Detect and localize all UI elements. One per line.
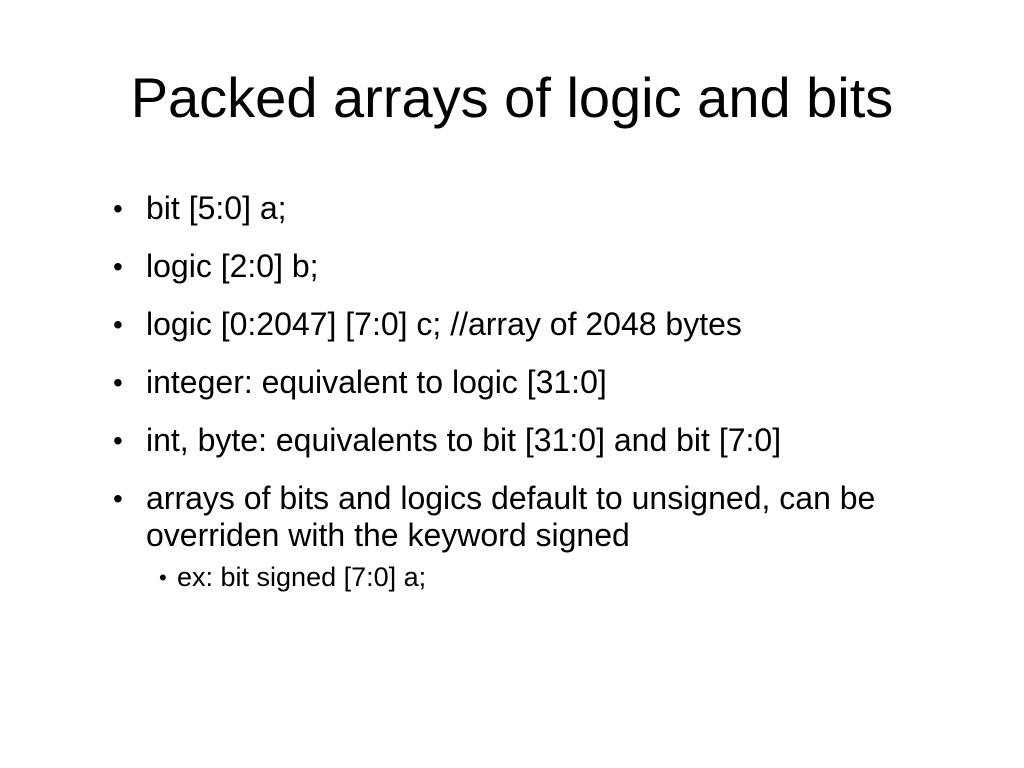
bullet-dot-icon: •: [113, 251, 123, 282]
bullet-dot-icon: •: [113, 483, 123, 514]
bullet-text: bit [5:0] a;: [146, 190, 287, 226]
bullet-item: • bit [5:0] a;: [111, 190, 971, 227]
bullet-item: • int, byte: equivalents to bit [31:0] a…: [111, 422, 971, 459]
bullet-text: logic [2:0] b;: [146, 248, 319, 284]
sub-bullet-dot-icon: •: [159, 565, 167, 590]
bullet-dot-icon: •: [113, 425, 123, 456]
bullet-text: arrays of bits and logics default to uns…: [146, 480, 876, 553]
bullet-text: logic [0:2047] [7:0] c; //array of 2048 …: [146, 306, 742, 342]
sub-bullet-text: ex: bit signed [7:0] a;: [177, 562, 427, 592]
bullet-dot-icon: •: [113, 193, 123, 224]
slide-title: Packed arrays of logic and bits: [130, 66, 894, 129]
bullet-item: • logic [0:2047] [7:0] c; //array of 204…: [111, 306, 971, 343]
bullet-dot-icon: •: [113, 309, 123, 340]
bullet-item: • arrays of bits and logics default to u…: [111, 480, 971, 554]
bullet-item: • integer: equivalent to logic [31:0]: [111, 364, 971, 401]
bullet-text: int, byte: equivalents to bit [31:0] and…: [146, 422, 782, 458]
bullet-list: • bit [5:0] a; • logic [2:0] b; • logic …: [111, 190, 971, 594]
bullet-text: integer: equivalent to logic [31:0]: [146, 364, 607, 400]
bullet-dot-icon: •: [113, 367, 123, 398]
bullet-item: • logic [2:0] b;: [111, 248, 971, 285]
sub-bullet-item: • ex: bit signed [7:0] a;: [157, 561, 971, 594]
